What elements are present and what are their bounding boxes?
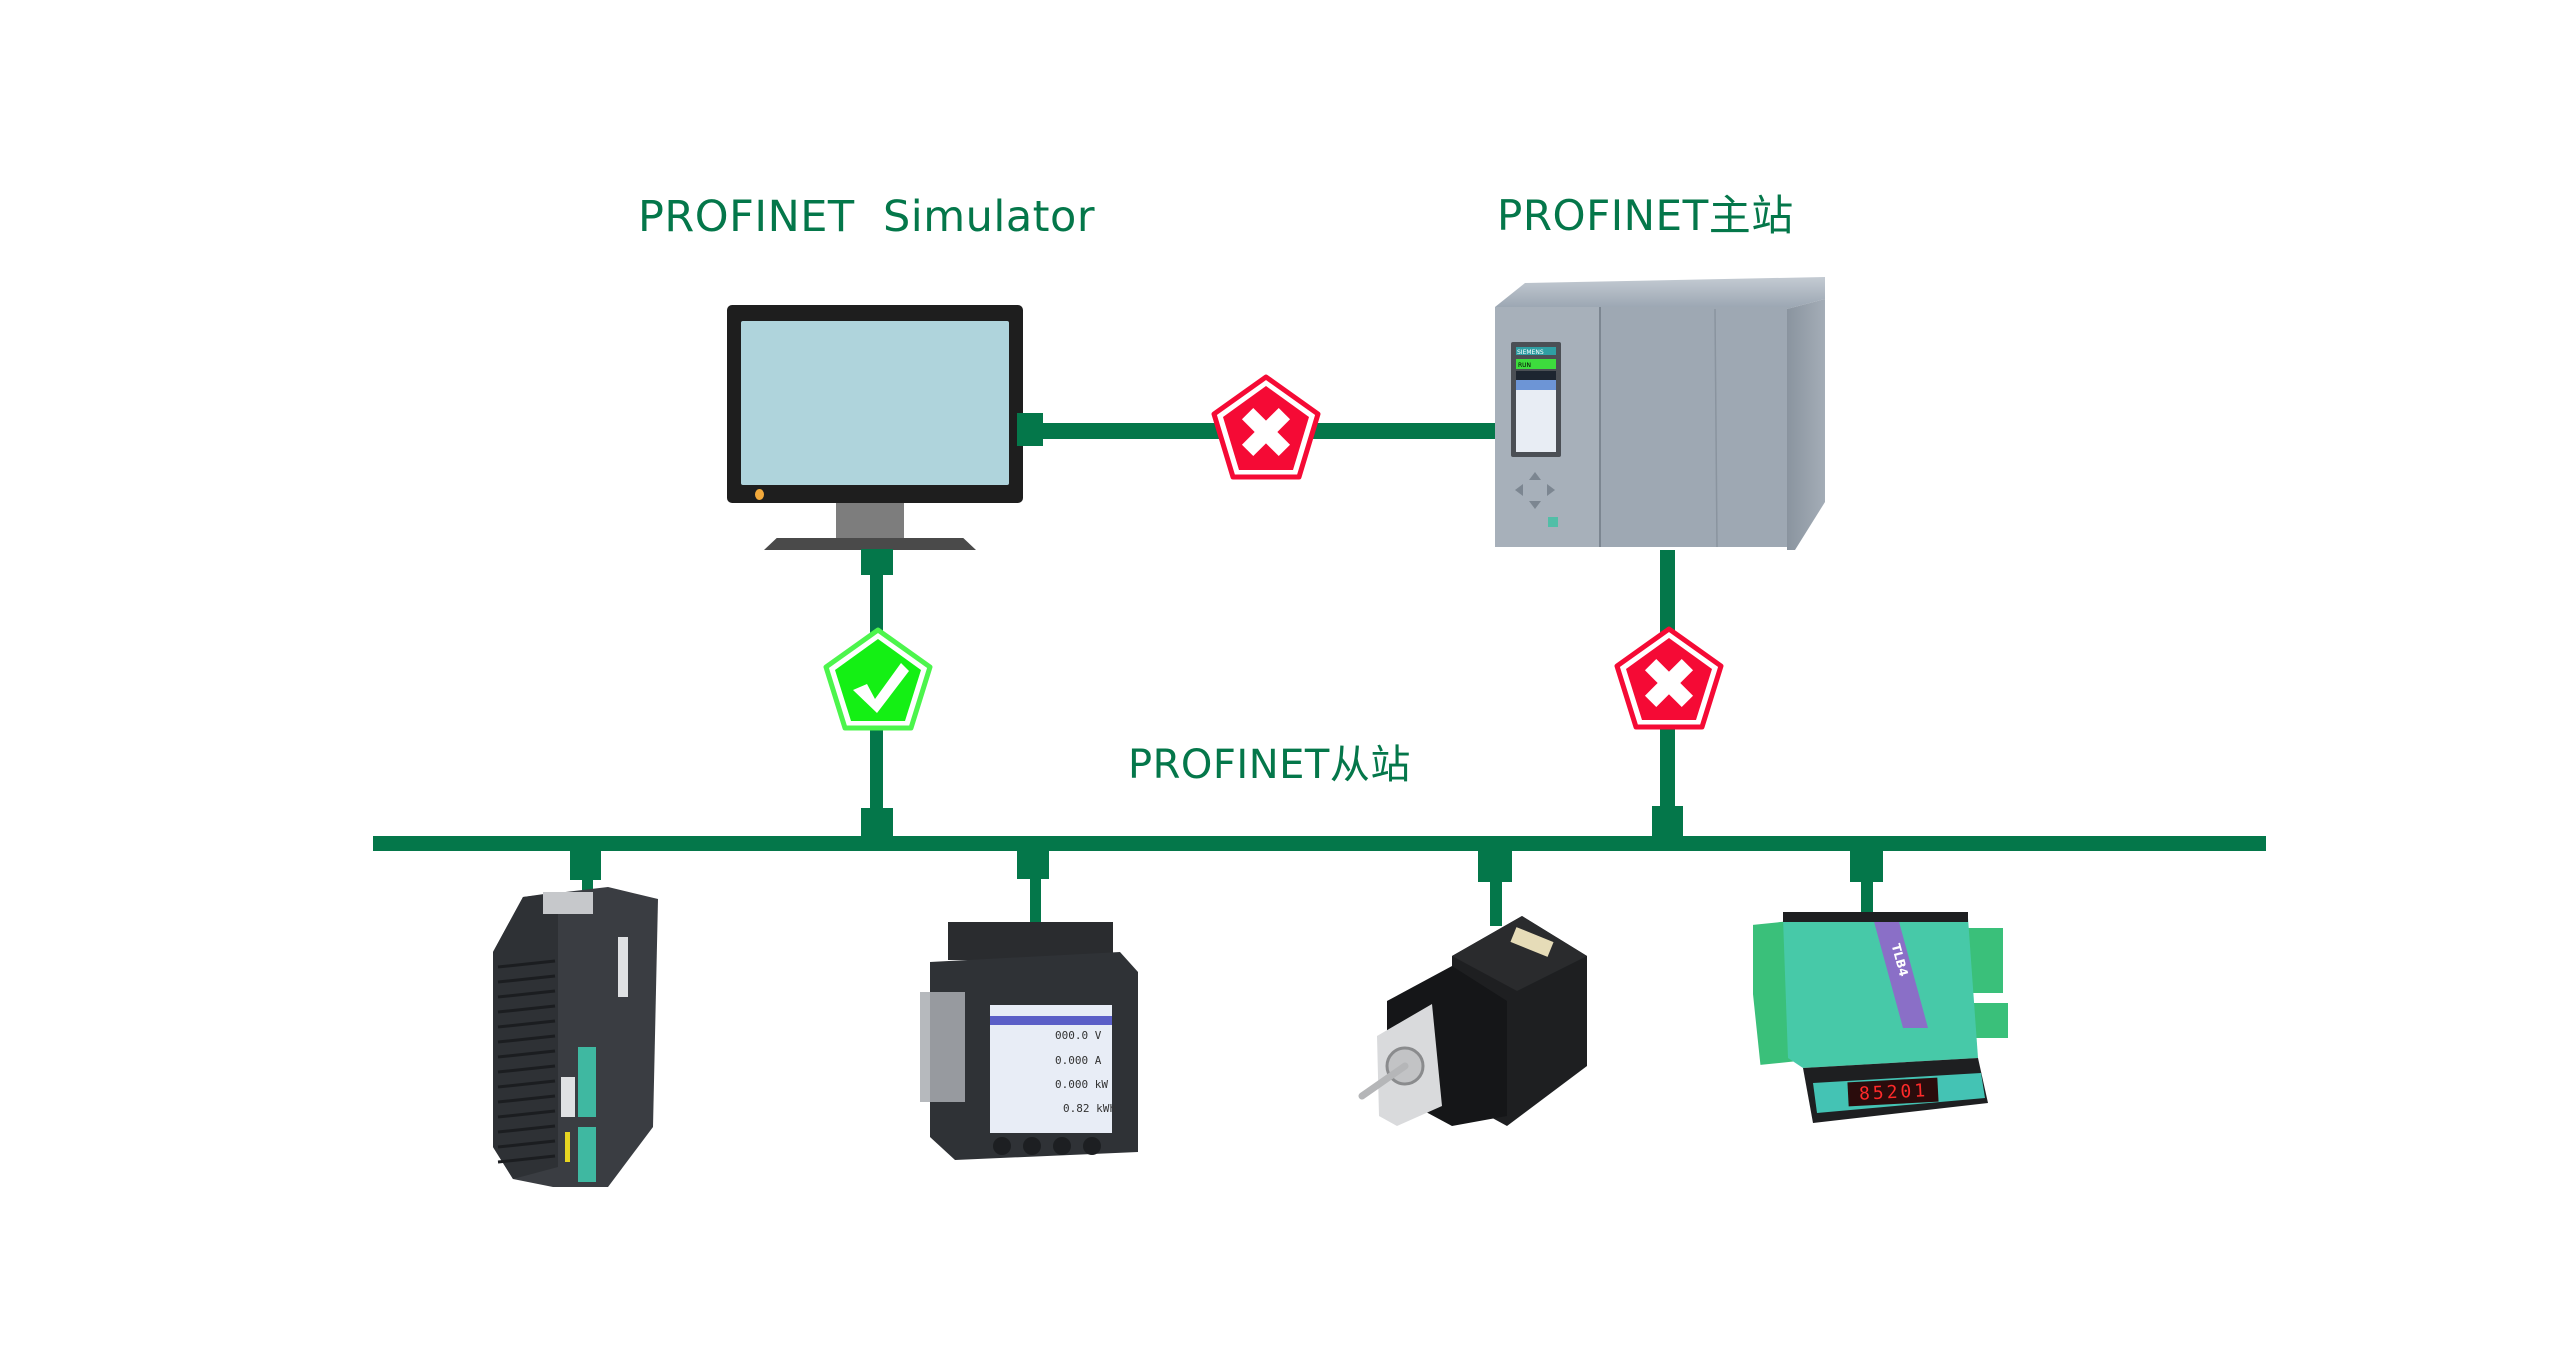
monitor-power-led [755, 489, 764, 500]
meter-reading-energy: 0.82 kWh [1063, 1102, 1116, 1115]
error-x-icon [1211, 374, 1321, 480]
link-simulator-connector-bottom [861, 808, 893, 838]
slaves-label: PROFINET从站 [1128, 742, 1411, 788]
drop-connector-2 [1017, 849, 1049, 879]
motor-icon[interactable] [1357, 916, 1607, 1126]
simulator-label: PROFINET Simulator [638, 192, 1096, 242]
monitor-screen [741, 321, 1009, 485]
drop-line-3 [1490, 880, 1502, 926]
check-icon [823, 627, 933, 731]
plc-nav-buttons [1515, 472, 1555, 509]
drop-line-4 [1861, 880, 1873, 920]
indicator-icon[interactable]: TLB4 85201 [1753, 908, 2013, 1128]
drive-icon[interactable] [483, 887, 665, 1189]
plc-brand: SIEMENS [1517, 349, 1544, 356]
meter-reading-power: 0.000 kW [1055, 1078, 1108, 1091]
monitor-stand [836, 503, 904, 539]
monitor-base [764, 538, 976, 550]
monitor-frame [727, 305, 1023, 503]
drop-connector-1 [570, 849, 601, 880]
plc-status: RUN [1518, 362, 1531, 369]
meter-icon[interactable]: 000.0 V 0.000 A 0.000 kW 0.82 kWh [920, 922, 1138, 1162]
drop-line-2 [1030, 877, 1041, 927]
profinet-bus [373, 836, 2266, 851]
drop-connector-3 [1478, 849, 1512, 882]
link-simulator-master [1017, 413, 1043, 446]
meter-reading-voltage: 000.0 V [1055, 1029, 1102, 1042]
link-master-connector-bottom [1652, 806, 1683, 838]
drop-line-1 [582, 878, 593, 892]
meter-reading-current: 0.000 A [1055, 1054, 1102, 1067]
master-label: PROFINET主站 [1497, 191, 1794, 240]
plc-icon[interactable]: SIEMENS RUN [1495, 277, 1825, 550]
indicator-display: 85201 [1858, 1080, 1929, 1105]
error-x-icon [1614, 626, 1724, 730]
drop-connector-4 [1850, 849, 1883, 882]
